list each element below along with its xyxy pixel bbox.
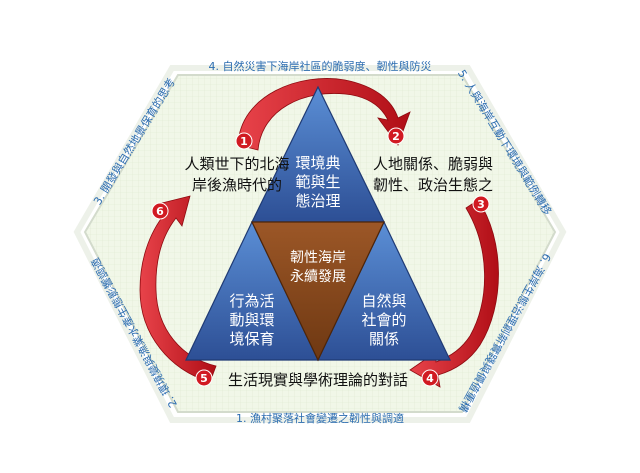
edge-label-1: 1. 漁村聚落社會變遷之韌性與調適 [236,411,404,425]
triangle-top-text: 環境典 範與生 態治理 [295,154,340,210]
svg-text:行為活: 行為活 [229,292,274,310]
svg-text:韌性海岸: 韌性海岸 [290,250,346,266]
svg-text:韌性、政治生態之: 韌性、政治生態之 [373,176,493,194]
svg-text:永續發展: 永續發展 [290,269,346,285]
svg-text:環境典: 環境典 [295,154,340,172]
edge-label-4: 4. 自然災害下海岸社區的脆弱度、韌性與防災 [209,59,432,73]
svg-text:4: 4 [426,372,434,385]
svg-text:人地關係、脆弱與: 人地關係、脆弱與 [373,155,493,173]
hexagon-outer-shadow [73,65,567,423]
arrow-1-to-2 [237,78,411,151]
svg-text:社會的: 社會的 [361,311,406,329]
triangle-right-text: 自然與 社會的 關係 [361,292,406,348]
svg-text:關係: 關係 [369,330,399,348]
triangle-left-text: 行為活 動與環 境保育 [229,292,274,348]
svg-text:範與生: 範與生 [295,173,340,191]
svg-text:人類世下的北海: 人類世下的北海 [184,155,289,173]
cycle-arrows [139,78,499,388]
arrow-5-to-6 [139,195,217,383]
badge-5: 5 [195,369,213,387]
badge-6: 6 [151,202,169,220]
svg-text:自然與: 自然與 [361,292,406,310]
badge-1: 1 [235,132,253,150]
left-side-text: 人類世下的北海 岸後漁時代的 [184,155,289,194]
svg-text:1: 1 [240,135,248,148]
triforce [185,85,451,362]
triangle-center-text: 韌性海岸 永續發展 [290,250,346,285]
svg-text:5: 5 [200,372,208,385]
bottom-text: 生活現實與學術理論的對話 [228,371,408,389]
svg-text:6: 6 [156,205,164,218]
right-side-text: 人地關係、脆弱與 韌性、政治生態之 [373,155,493,194]
badge-2: 2 [387,127,405,145]
svg-text:態治理: 態治理 [295,192,340,210]
arrow-badges: 1 2 3 4 5 6 [151,127,490,387]
svg-text:岸後漁時代的: 岸後漁時代的 [192,176,282,194]
badge-3: 3 [472,195,490,213]
badge-4: 4 [421,369,439,387]
svg-text:2: 2 [392,130,400,143]
svg-text:動與環: 動與環 [229,311,274,329]
svg-text:3: 3 [477,198,485,211]
triangle-center [251,221,385,362]
svg-text:境保育: 境保育 [229,330,274,348]
arrow-3-to-4 [409,199,499,388]
